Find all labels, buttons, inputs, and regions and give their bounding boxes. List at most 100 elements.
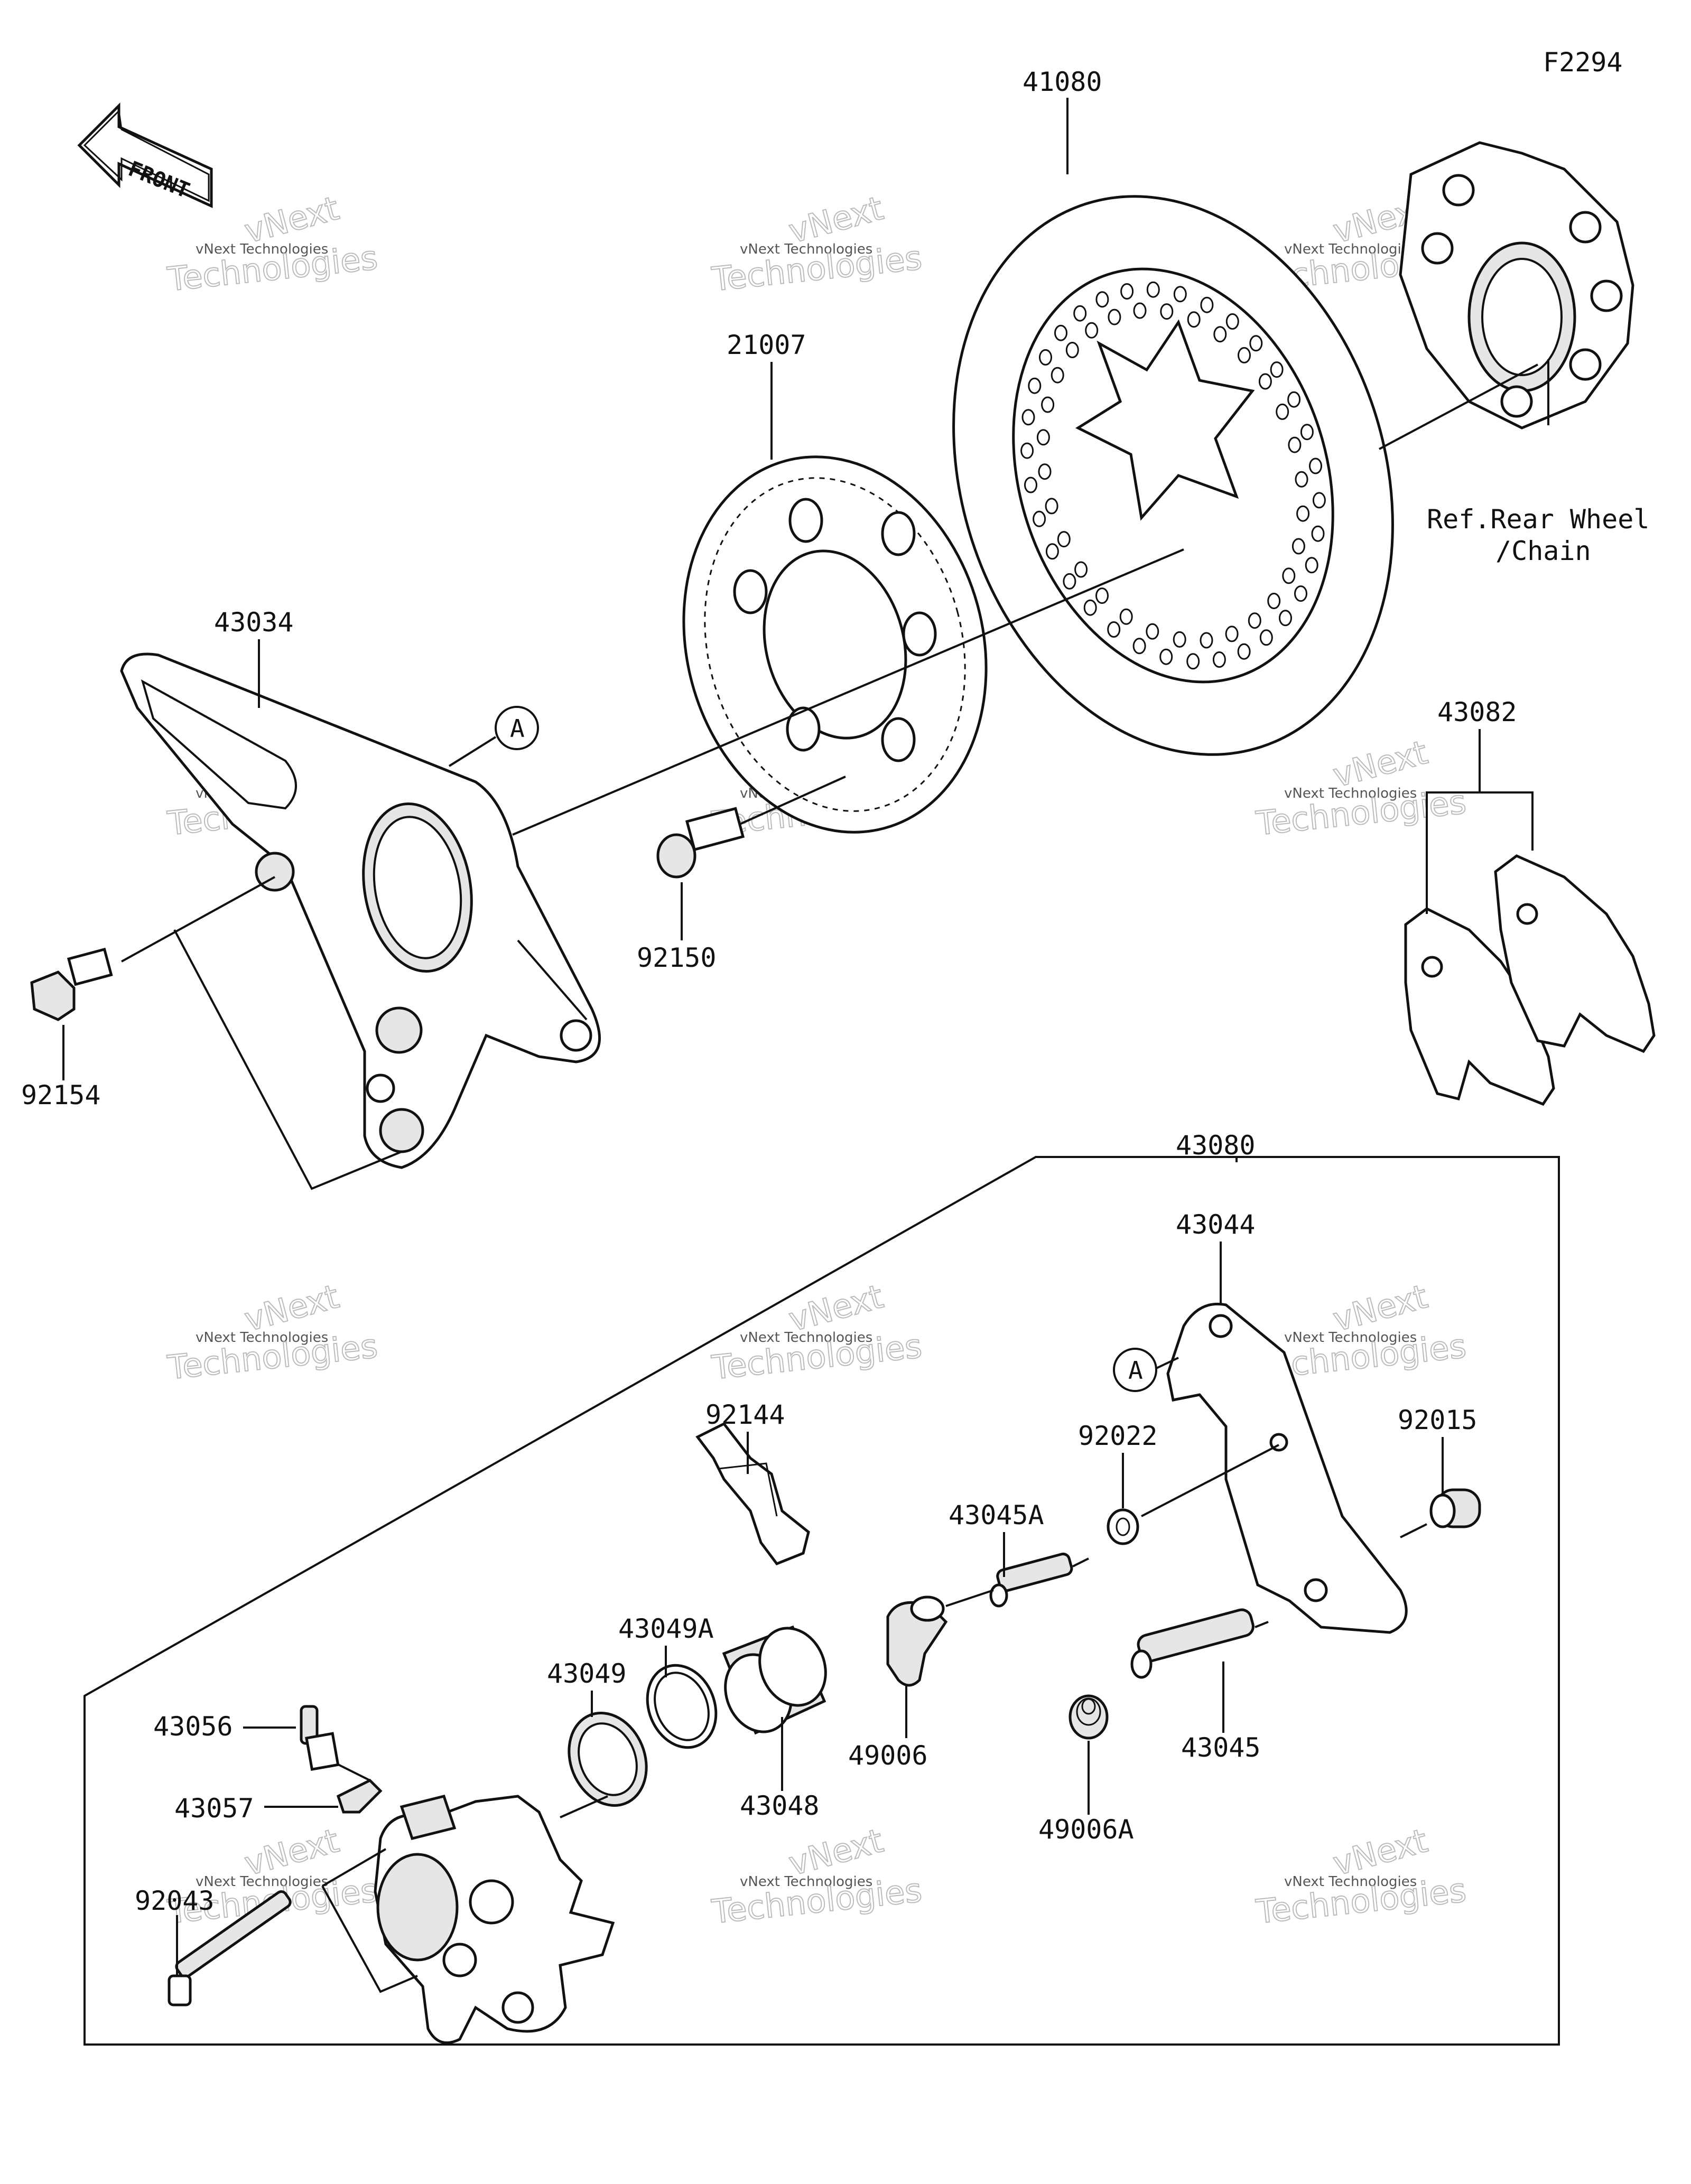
disc-hole [1074, 561, 1088, 578]
disc-hole [1108, 309, 1121, 325]
caliper-bracket-43034 [120, 652, 601, 1169]
disc-hole [1038, 463, 1052, 480]
watermark-text: vNext Technologies [1284, 786, 1417, 801]
disc-hole [1033, 510, 1046, 527]
disc-hole [1312, 492, 1326, 509]
disc-hole [1212, 651, 1226, 668]
label-92022: 92022 [1078, 1421, 1158, 1451]
disc-hole [1132, 638, 1146, 655]
disc-hole [1160, 303, 1174, 320]
disc-hole [1173, 286, 1187, 303]
disc-hole [1020, 442, 1034, 459]
pad-spring-92144 [695, 1422, 810, 1566]
disc-hole [1249, 335, 1263, 352]
disc-hole [1237, 643, 1251, 660]
disc-hole [1073, 305, 1087, 322]
pin-43045 [1130, 1608, 1255, 1679]
disc-hole [1279, 610, 1292, 627]
seal-43049 [568, 1712, 648, 1807]
label-43056: 43056 [153, 1711, 233, 1742]
disc-hole [1248, 612, 1261, 629]
brake-disc-41080 [952, 195, 1394, 756]
disc-hole [1119, 608, 1133, 625]
rear-hub [1399, 141, 1634, 430]
label-49006a: 49006A [1038, 1814, 1134, 1845]
disc-hole [1159, 648, 1173, 665]
disc-hole [1054, 324, 1067, 341]
disc-hole [1045, 498, 1058, 515]
bolt-92043 [168, 1890, 292, 2006]
watermark-text: vNext Technologies [1284, 241, 1417, 257]
front-arrow-icon: FRONT [77, 102, 213, 208]
disc-hole [1057, 531, 1071, 548]
label-92154: 92154 [21, 1080, 101, 1110]
watermark-text: vNext Technologies [196, 241, 328, 257]
washer-92022 [1107, 1508, 1139, 1545]
bleeder-cap-43057 [336, 1778, 383, 1814]
boot-49006 [886, 1595, 948, 1687]
disc-hole [1187, 311, 1201, 328]
sleeve-92015 [1429, 1488, 1481, 1528]
diagram-code: F2294 [1543, 47, 1623, 78]
disc-hole [1200, 632, 1213, 649]
disc-hole [1146, 281, 1160, 298]
disc-hole [1085, 322, 1099, 339]
bolt-92150 [656, 807, 745, 879]
disc-hole [1200, 296, 1214, 313]
disc-hole [1083, 599, 1097, 616]
disc-hole [1300, 424, 1314, 441]
disc-hole [1258, 373, 1272, 390]
label-43082: 43082 [1437, 697, 1517, 727]
watermark-text: vNext Technologies [196, 1874, 328, 1890]
disc-hole [1051, 367, 1064, 384]
disc-hole [1292, 538, 1305, 555]
label-92144: 92144 [705, 1399, 785, 1430]
label-92150: 92150 [637, 942, 717, 973]
sensor-rotor-21007 [682, 455, 988, 834]
disc-hole [1309, 458, 1322, 474]
disc-hole [1295, 471, 1308, 488]
disc-hole [1296, 505, 1310, 522]
disc-hole [1288, 436, 1302, 453]
watermark-text: vNext Technologies [740, 1874, 872, 1890]
disc-hole [1282, 567, 1296, 584]
callout-a-bottom: A [1128, 1356, 1143, 1385]
disc-hole [1238, 347, 1251, 363]
disc-hole [1107, 621, 1121, 638]
label-43057: 43057 [174, 1793, 254, 1824]
label-43045: 43045 [1181, 1732, 1261, 1763]
watermark-text: vNext Technologies [740, 1330, 872, 1346]
pin-43045a [989, 1552, 1073, 1608]
disc-hole [1041, 396, 1055, 413]
disc-hole [1028, 377, 1042, 394]
disc-hole [1045, 543, 1059, 560]
label-92043: 92043 [135, 1886, 215, 1916]
brake-pads-43082 [1404, 854, 1656, 1106]
piston-43048 [722, 1625, 827, 1735]
disc-hole [1021, 409, 1035, 426]
disc-hole [1186, 653, 1200, 670]
label-43080: 43080 [1176, 1130, 1256, 1161]
label-43049a: 43049A [618, 1613, 714, 1644]
watermark-text: vNext Technologies [1284, 1874, 1417, 1890]
disc-hole [1173, 631, 1186, 648]
callout-a-top: A [510, 714, 525, 743]
disc-hole [1039, 349, 1052, 366]
disc-hole [1036, 429, 1050, 446]
label-43049: 43049 [547, 1658, 627, 1689]
bolt-92154 [30, 947, 113, 1021]
label-41080: 41080 [1023, 67, 1102, 97]
label-43034: 43034 [214, 607, 294, 638]
caliper-bracket-43044 [1166, 1302, 1408, 1634]
seal-43049a [646, 1664, 718, 1749]
caliper-body [374, 1795, 615, 2045]
disc-hole [1311, 525, 1325, 542]
disc-hole [1120, 283, 1134, 300]
label-43048: 43048 [740, 1790, 820, 1821]
disc-hole [1095, 587, 1109, 604]
boot-49006a [1069, 1694, 1109, 1740]
disc-hole [1133, 302, 1147, 319]
disc-hole [1270, 361, 1284, 378]
bleeder-valve-43056 [300, 1705, 340, 1771]
